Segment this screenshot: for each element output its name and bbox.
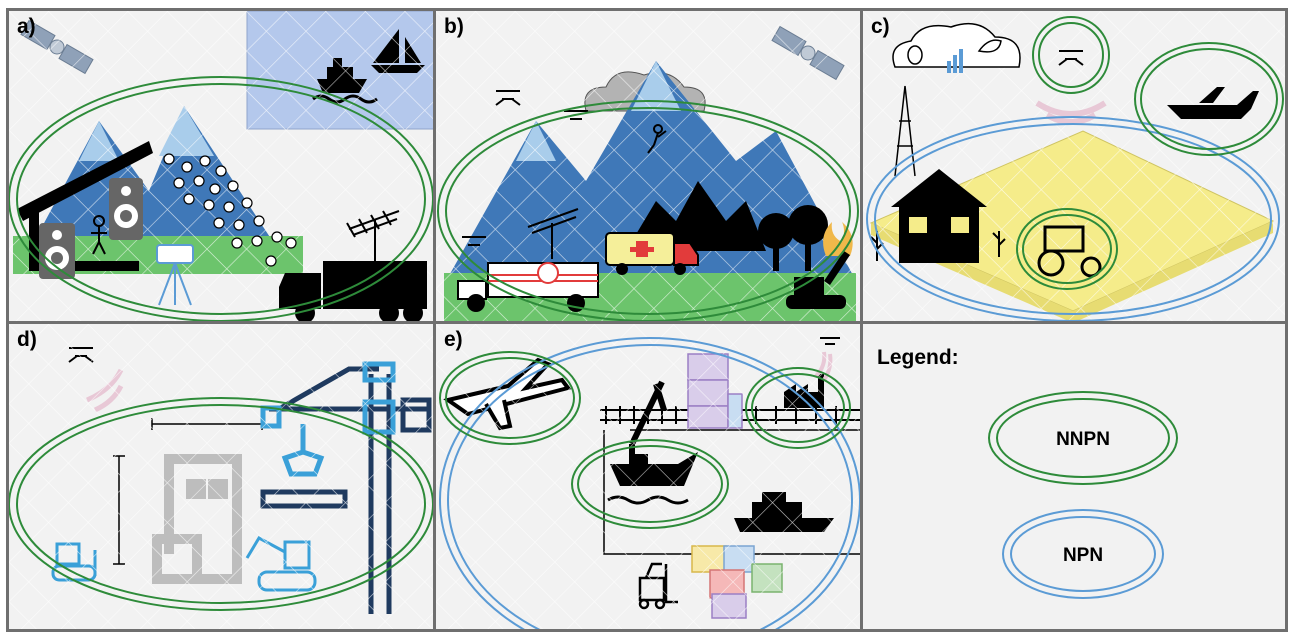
drone-icon <box>462 90 588 246</box>
panel-label-d: d) <box>17 328 37 351</box>
airplane-icon <box>1167 87 1259 119</box>
ambulance-icon <box>605 232 699 275</box>
legend-title: Legend: <box>877 346 959 369</box>
grid-overlay <box>436 324 860 629</box>
legend-nnpn-label: NNPN <box>1056 429 1110 450</box>
nnpn-ring <box>9 397 433 611</box>
nnpn-ring <box>571 439 729 529</box>
panel-label-c: c) <box>871 15 890 38</box>
panel-label-a: a) <box>17 15 36 38</box>
nnpn-ring <box>1134 42 1284 156</box>
panel-d: d) <box>6 321 436 632</box>
panel-b: b) <box>433 8 863 324</box>
npn-ring <box>439 337 860 629</box>
legend-panel: Legend: NNPN NPN <box>860 321 1288 632</box>
cell-tower-icon <box>894 85 916 177</box>
speaker-icon <box>39 223 75 279</box>
nnpn-ring <box>439 351 581 445</box>
nnpn-ring <box>9 76 433 321</box>
nnpn-ring <box>1032 16 1110 94</box>
panel-e-scene <box>436 324 860 629</box>
chart-icon <box>947 49 963 73</box>
speaker-icon <box>109 178 143 240</box>
panel-c: c) <box>860 8 1288 324</box>
nnpn-ring <box>437 100 859 321</box>
stage-roof <box>17 141 153 271</box>
antenna-icon <box>346 210 400 269</box>
legend-nnpn: NNPN <box>988 391 1178 485</box>
person-icon <box>91 215 107 255</box>
cloud-icon <box>892 22 1021 68</box>
npn-ring <box>866 116 1280 321</box>
tractor-icon <box>1037 225 1102 278</box>
nnpn-ring <box>1016 208 1118 290</box>
panel-b-scene <box>436 11 860 321</box>
grid-overlay <box>9 324 433 629</box>
panel-label-e: e) <box>444 328 463 351</box>
truck-icon <box>279 261 427 321</box>
panel-d-scene <box>9 324 433 629</box>
legend-graphic: NNPN NPN <box>988 391 1178 599</box>
antenna-icon <box>527 208 579 259</box>
panel-a-scene <box>9 11 433 321</box>
legend-npn-label: NPN <box>1063 545 1103 566</box>
panel-c-scene <box>863 11 1285 321</box>
tree-icon <box>758 205 828 271</box>
climber-icon <box>647 124 667 154</box>
leaf-icon <box>977 39 1002 53</box>
panel-a: a) <box>6 8 436 324</box>
drone-icon <box>1058 50 1084 66</box>
legend-npn: NPN <box>1002 509 1164 599</box>
house-icon <box>891 169 987 263</box>
nnpn-ring <box>745 367 851 449</box>
excavator-icon <box>786 251 850 309</box>
camera-icon <box>156 244 194 306</box>
crowd-icon <box>163 153 297 267</box>
bug-icon <box>907 45 923 65</box>
panel-label-b: b) <box>444 15 464 38</box>
panel-e: e) <box>433 321 863 632</box>
